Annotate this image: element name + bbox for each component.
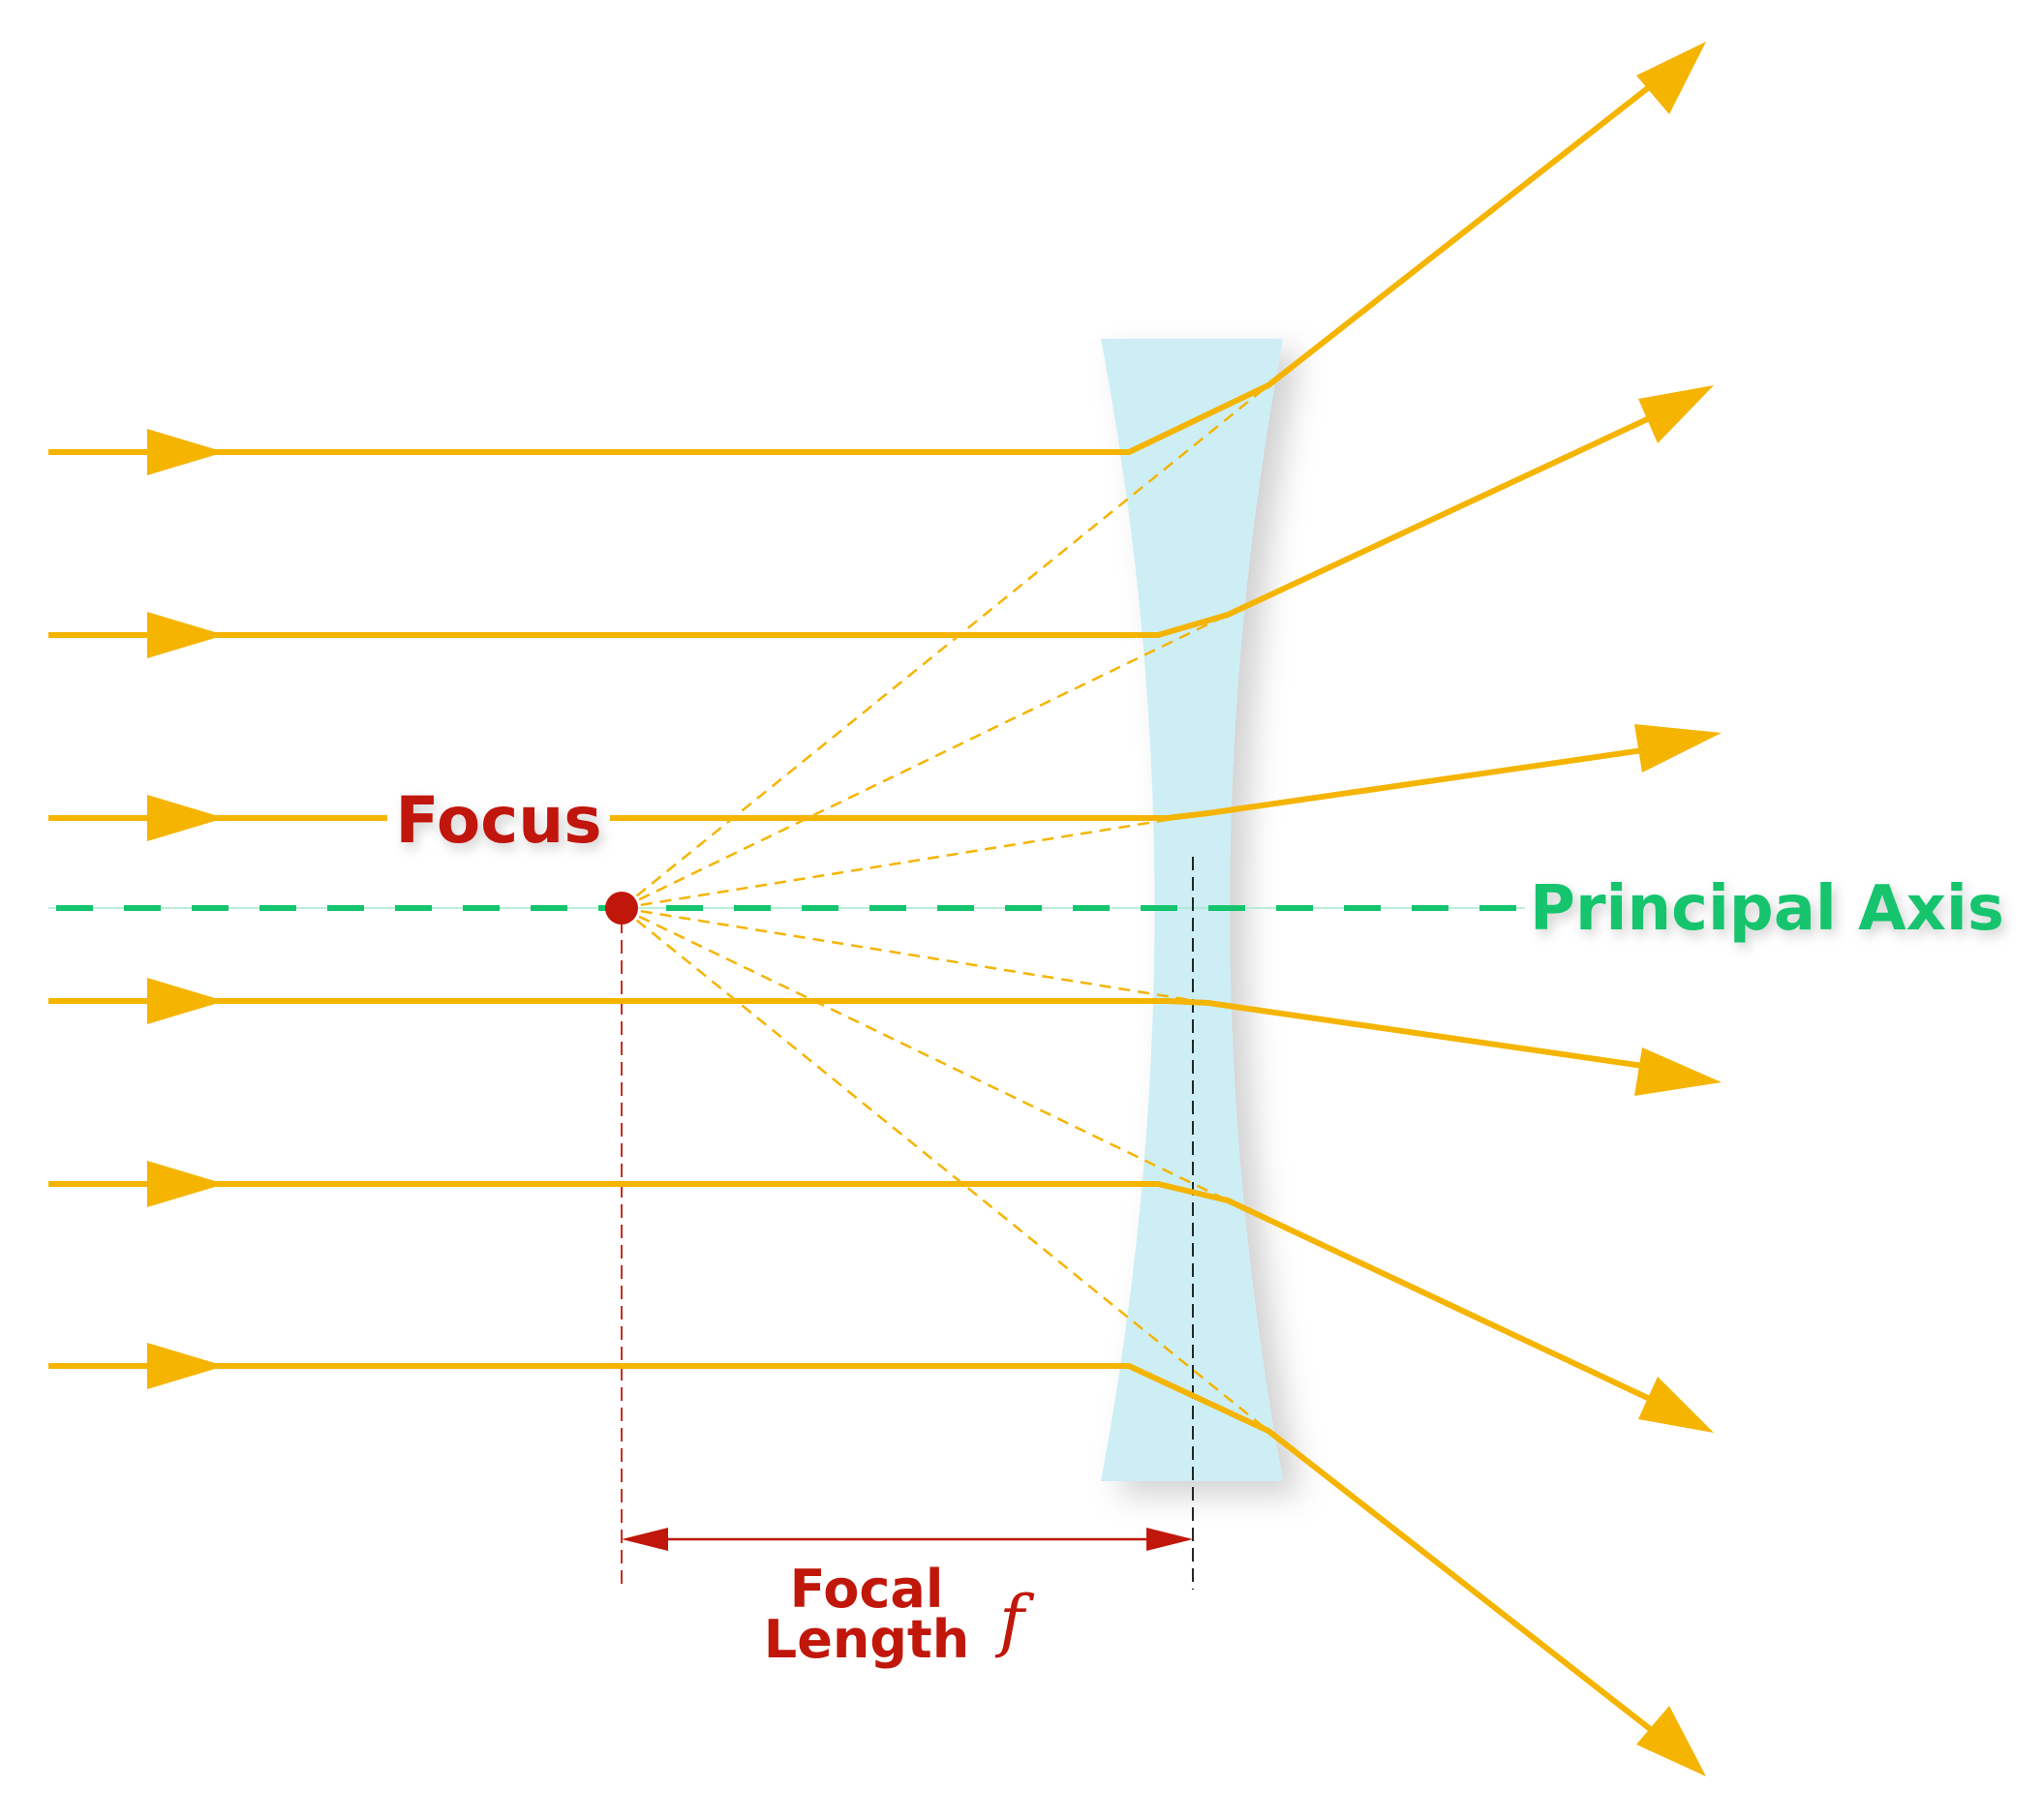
ray-arrowhead [1634, 1047, 1722, 1096]
focal-length-symbol: f [994, 1581, 1035, 1660]
focus-point [605, 892, 638, 925]
extension-line [621, 906, 1209, 1005]
ray-arrowhead [1638, 385, 1714, 443]
ray-arrowhead [147, 795, 225, 841]
concave-lens [1101, 339, 1283, 1481]
incoming-ray-4 [48, 998, 1691, 1076]
focal-length-label-line2: Length [764, 1609, 969, 1670]
ray-arrowhead [147, 429, 225, 475]
focal-length-label-line1: Focal [790, 1559, 944, 1620]
ray-arrowhead [1634, 724, 1722, 773]
ray-arrowhead [147, 978, 225, 1024]
principal-axis-label: Principal Axis [1530, 873, 2004, 945]
ray-arrowhead [147, 1343, 225, 1389]
incoming-ray-6 [48, 1363, 1682, 1755]
virtual-ray-extensions [621, 384, 1269, 1432]
ray-arrowhead [147, 612, 225, 658]
focus-label: Focus [395, 783, 601, 858]
extension-line [621, 906, 1229, 1202]
ray-arrowhead [1636, 42, 1706, 114]
ray-arrowhead [1638, 1377, 1714, 1433]
extension-line [621, 907, 1269, 1432]
incoming-ray-5 [48, 1181, 1687, 1418]
incoming-ray-3-cont [610, 741, 1691, 821]
light-rays [48, 42, 1722, 1776]
focal-length-arrowhead-right [1146, 1528, 1193, 1551]
ray-arrowhead [1636, 1706, 1706, 1776]
incoming-ray-2 [48, 399, 1687, 638]
extension-line [621, 811, 1209, 910]
ray-arrowhead [147, 1161, 225, 1207]
focal-length-arrowhead-left [622, 1528, 668, 1551]
extension-line [621, 613, 1229, 910]
incoming-ray-1 [48, 60, 1682, 455]
